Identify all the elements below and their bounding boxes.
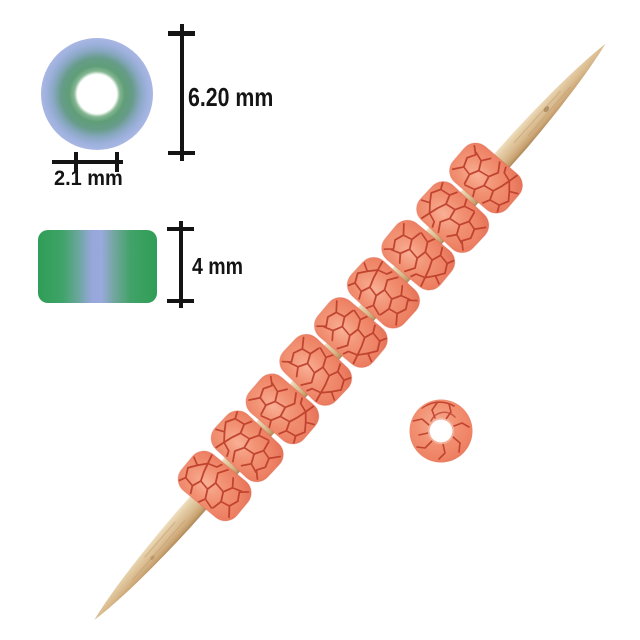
dimension-cap — [167, 298, 194, 303]
dimension-line — [178, 221, 183, 308]
strung-bead — [312, 294, 393, 373]
wood-knot — [150, 555, 155, 560]
dimension-line — [52, 160, 123, 164]
outer-diameter-label: 6.20 mm — [188, 82, 274, 112]
bead-side-view — [38, 230, 157, 303]
dimension-cap — [114, 152, 119, 172]
strung-bead — [379, 216, 460, 295]
dimension-cap — [168, 150, 195, 155]
wood-knot — [543, 106, 550, 113]
dimension-cap — [168, 31, 195, 36]
strung-bead — [411, 176, 492, 256]
dimension-line — [179, 24, 184, 161]
bead-top-view — [41, 38, 153, 150]
strung-bead — [173, 446, 254, 525]
strung-bead — [206, 405, 287, 485]
strung-bead — [277, 330, 357, 411]
dimension-cap — [73, 152, 78, 172]
strung-bead — [342, 252, 423, 332]
strung-bead — [242, 371, 324, 450]
thickness-label: 4 mm — [192, 253, 244, 279]
dimension-cap — [167, 226, 194, 231]
hole-diameter-label: 2.1 mm — [54, 167, 123, 190]
strung-bead — [446, 140, 528, 219]
bead-strand — [94, 43, 606, 620]
wood-grain — [131, 86, 572, 581]
loose-bead — [409, 399, 473, 463]
